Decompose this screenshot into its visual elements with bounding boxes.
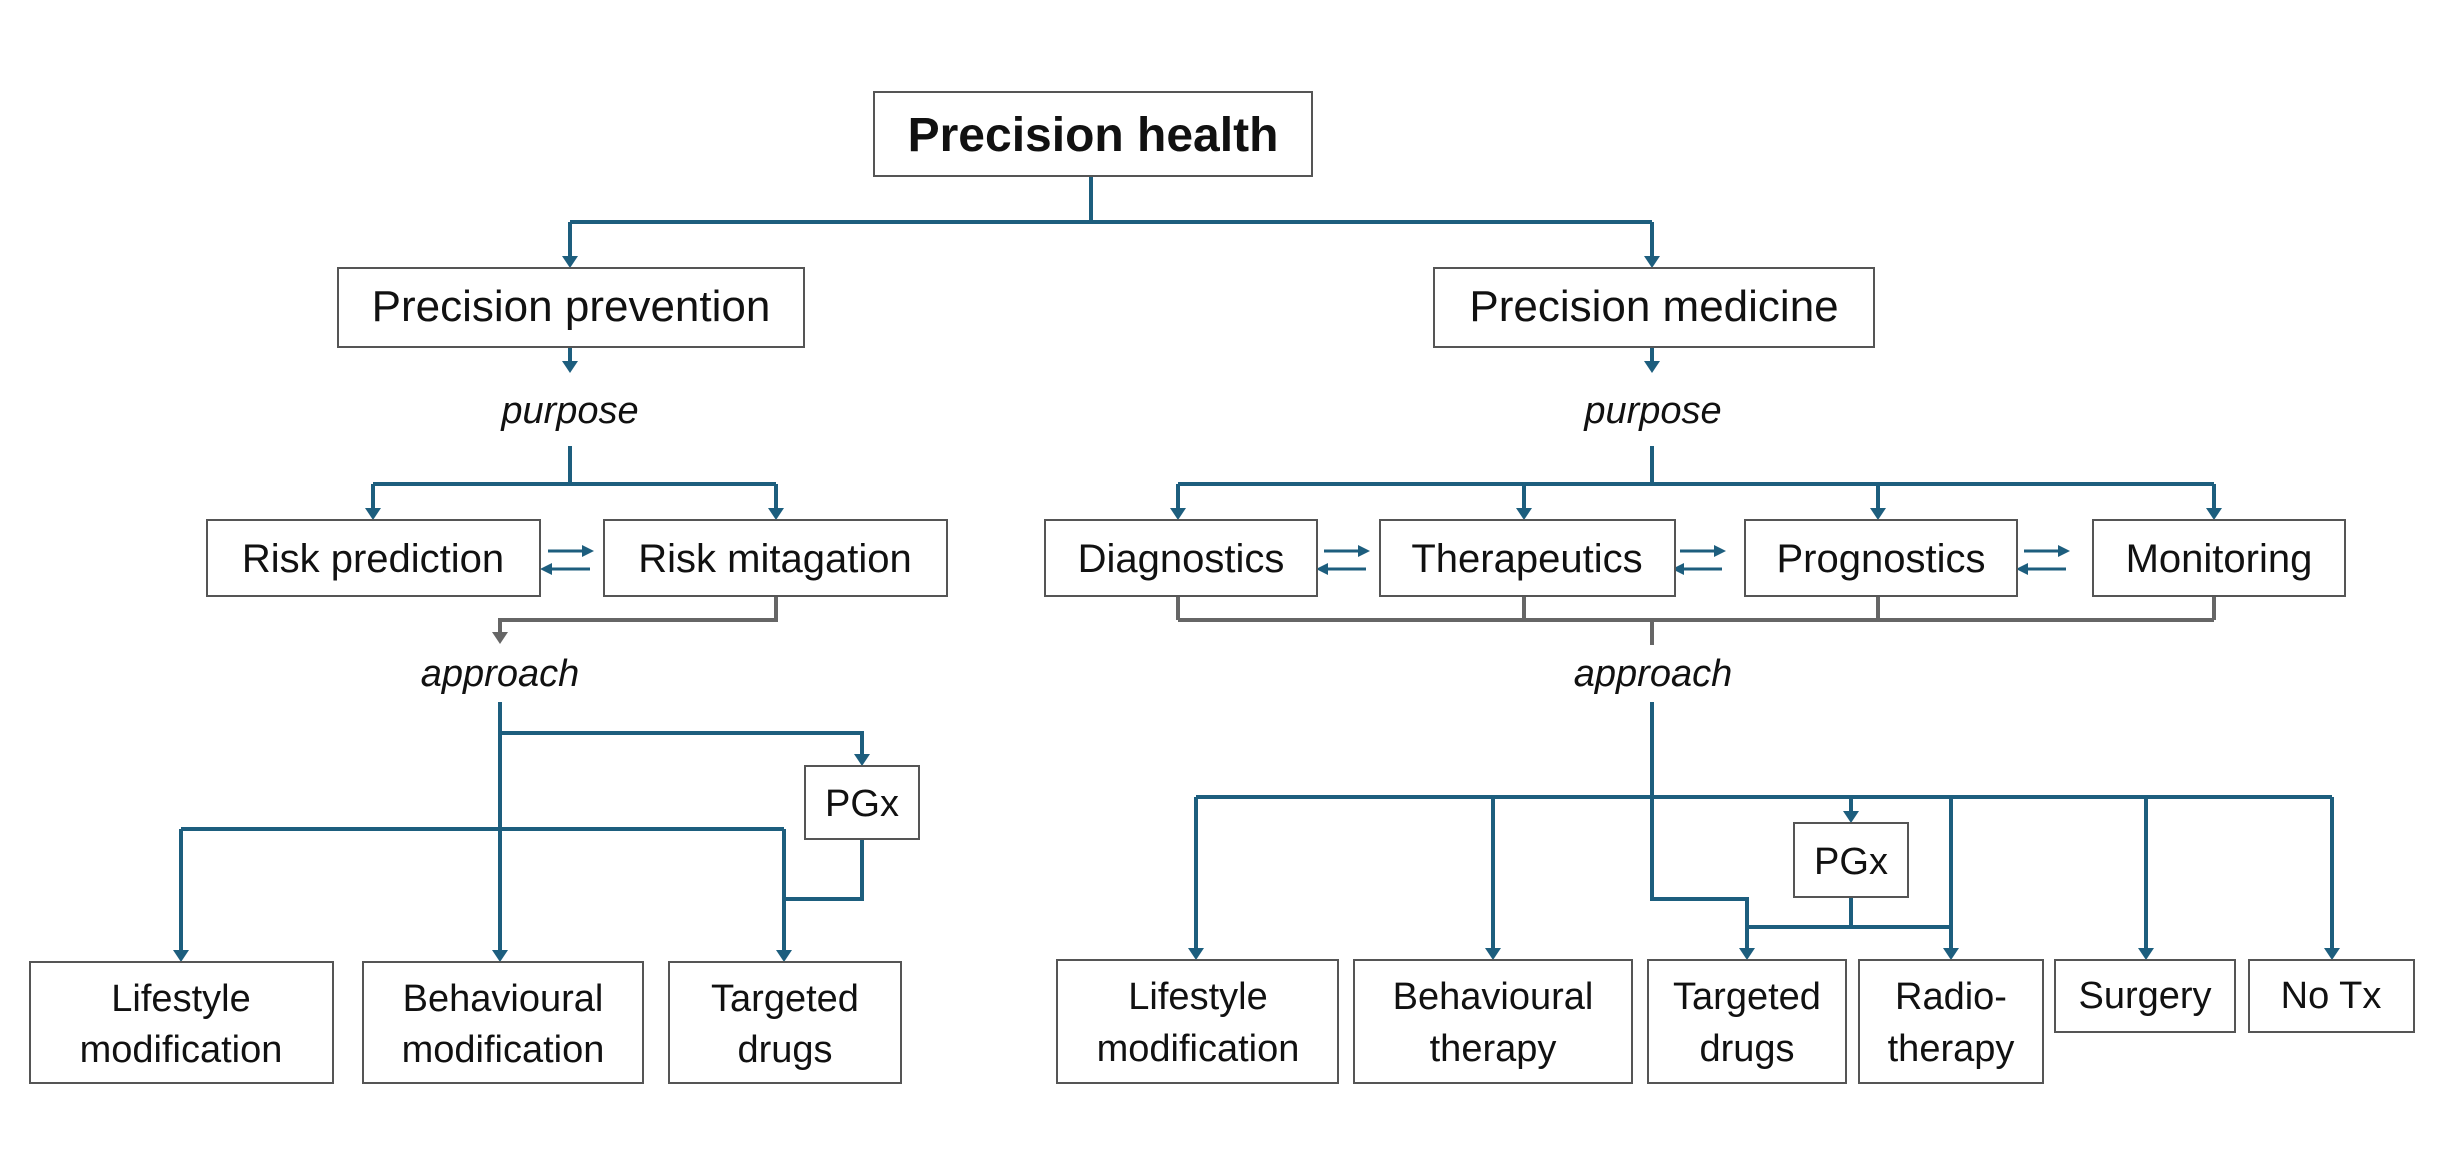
leaf-line: Targeted xyxy=(711,978,859,1020)
arrowhead xyxy=(1188,948,1204,960)
leaf-line: drugs xyxy=(1699,1028,1794,1070)
connectors xyxy=(173,176,2340,962)
purpose-diagnostics: Diagnostics xyxy=(1044,519,1318,597)
arrowhead xyxy=(2206,508,2222,520)
arrowhead xyxy=(173,950,189,962)
prevention-leaf-lifestyle: Lifestyle modification xyxy=(29,961,334,1084)
leaf-line: modification xyxy=(80,1029,283,1071)
root-title: Precision health xyxy=(908,109,1279,162)
medicine-leaf-targeted-drugs: Targeted drugs xyxy=(1647,959,1847,1084)
leaf-line: Behavioural xyxy=(403,978,604,1020)
arrowhead xyxy=(365,508,381,520)
arrowhead xyxy=(776,950,792,962)
leaf-line: modification xyxy=(1097,1028,1300,1070)
purpose-risk-prediction: Risk prediction xyxy=(206,519,541,597)
prevention-leaf-behavioural: Behavioural modification xyxy=(362,961,644,1084)
medicine-leaf-radiotherapy: Radio- therapy xyxy=(1858,959,2044,1084)
pgx-label: PGx xyxy=(1814,841,1888,883)
arrowhead xyxy=(1943,948,1959,960)
leaf-line: therapy xyxy=(1888,1028,2015,1070)
arrowhead xyxy=(854,754,870,766)
root-connector xyxy=(570,176,1652,224)
arrowhead xyxy=(1644,256,1660,268)
arrowhead xyxy=(492,950,508,962)
medicine-pgx-to-drugs xyxy=(1747,897,1951,929)
medicine-leaf-lifestyle: Lifestyle modification xyxy=(1056,959,1339,1084)
purpose-label: Risk mitagation xyxy=(638,537,911,581)
arrowhead xyxy=(1516,508,1532,520)
purpose-label: Diagnostics xyxy=(1078,537,1285,581)
arrowhead xyxy=(1485,948,1501,960)
leaf-line: therapy xyxy=(1430,1028,1557,1070)
arrowhead xyxy=(1644,361,1660,373)
prevention-title: Precision prevention xyxy=(372,282,771,331)
prevention-leaf-branch xyxy=(179,827,786,952)
medicine-approach-trunk xyxy=(1196,702,2332,799)
prevention-pgx-node: PGx xyxy=(804,765,920,840)
prevention-pgx-to-drugs xyxy=(784,839,864,901)
prevention-leaf-targeted-drugs: Targeted drugs xyxy=(668,961,902,1084)
arrowhead xyxy=(2324,948,2340,960)
arrowhead xyxy=(768,508,784,520)
arrowhead xyxy=(562,361,578,373)
medicine-node: Precision medicine xyxy=(1433,267,1875,348)
leaf-line: No Tx xyxy=(2281,975,2382,1017)
leaf-line: modification xyxy=(402,1029,605,1071)
leaf-line: Surgery xyxy=(2078,975,2211,1017)
medicine-leaf-no-tx: No Tx xyxy=(2248,959,2415,1033)
prevention-purpose-label: purpose xyxy=(500,390,638,432)
leaf-line: Radio- xyxy=(1895,976,2007,1018)
medicine-title: Precision medicine xyxy=(1469,282,1838,331)
medicine-leaf-behavioural: Behavioural therapy xyxy=(1353,959,1633,1084)
purpose-prognostics: Prognostics xyxy=(1744,519,2018,597)
connector-to-prevention-pgx xyxy=(500,731,864,756)
prevention-approach-connector xyxy=(498,596,778,634)
arrowhead xyxy=(1843,811,1859,823)
medicine-approach-label: approach xyxy=(1574,653,1732,695)
leaf-line: Targeted xyxy=(1673,976,1821,1018)
purpose-therapeutics: Therapeutics xyxy=(1379,519,1676,597)
pgx-label: PGx xyxy=(825,783,899,825)
arrowhead xyxy=(492,632,508,644)
purpose-monitoring: Monitoring xyxy=(2092,519,2346,597)
leaf-line: Lifestyle xyxy=(1128,976,1267,1018)
leaf-line: Behavioural xyxy=(1393,976,1594,1018)
medicine-purpose-branch xyxy=(1176,446,2216,510)
medicine-approach-connector xyxy=(1176,596,2216,645)
purpose-risk-mitagation: Risk mitagation xyxy=(603,519,948,597)
leaf-line: drugs xyxy=(737,1029,832,1071)
prevention-node: Precision prevention xyxy=(337,267,805,348)
root-node: Precision health xyxy=(873,91,1313,177)
leaf-line: Lifestyle xyxy=(111,978,250,1020)
bidirectional-arrows xyxy=(540,545,2070,575)
arrowhead xyxy=(2138,948,2154,960)
prevention-purpose-branch xyxy=(371,446,778,510)
arrowhead xyxy=(1870,508,1886,520)
prevention-approach-label: approach xyxy=(421,653,579,695)
medicine-pgx-node: PGx xyxy=(1793,822,1909,898)
purpose-label: Monitoring xyxy=(2126,537,2313,581)
arrowhead xyxy=(1170,508,1186,520)
purpose-label: Prognostics xyxy=(1777,537,1986,581)
arrowhead xyxy=(562,256,578,268)
medicine-purpose-label: purpose xyxy=(1583,390,1721,432)
purpose-label: Risk prediction xyxy=(242,537,504,581)
medicine-trunk-to-drugs xyxy=(1650,797,1749,950)
purpose-label: Therapeutics xyxy=(1411,537,1642,581)
medicine-leaf-branch xyxy=(1194,797,2334,950)
arrowhead xyxy=(1739,948,1755,960)
medicine-leaf-surgery: Surgery xyxy=(2054,959,2236,1033)
